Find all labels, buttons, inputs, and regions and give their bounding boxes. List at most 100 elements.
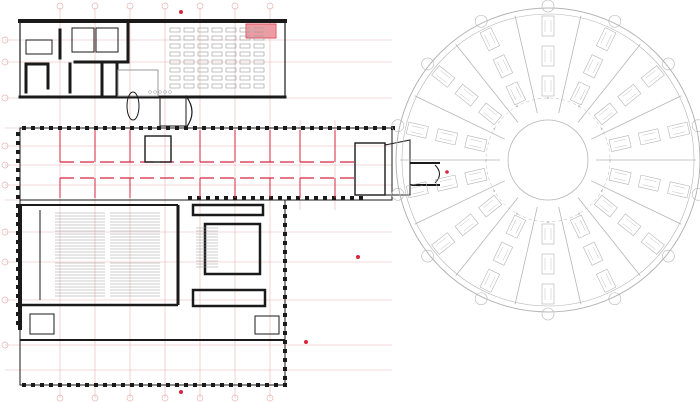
central-atrium [507,119,589,201]
furniture-line [515,86,522,98]
sector-room [637,128,661,146]
column [112,126,116,130]
desk [197,59,209,65]
desk [253,51,265,57]
sector-room-outline [454,213,479,237]
column [364,126,368,130]
desk [225,83,237,89]
facade-bay [391,187,405,201]
desk [211,75,223,81]
grid-bubble [196,394,204,402]
column [58,383,62,387]
desk [197,51,209,57]
column [215,196,219,200]
column [130,383,134,387]
marker-dot [356,255,360,259]
rotunda-outer-wall [395,7,700,313]
sector-room [582,54,604,79]
column [328,126,332,130]
grid-bubbles [1,2,274,402]
sector-room [617,213,642,237]
column [323,196,327,200]
furniture-line [602,112,613,121]
column [121,383,125,387]
facade-bay [421,57,434,71]
column [166,126,170,130]
column [112,383,116,387]
sector-room [640,232,665,255]
column [310,126,314,130]
furniture-line [412,191,424,195]
furniture-line [436,74,447,83]
grid-bubble [1,161,9,169]
sector-room-outline [541,45,555,67]
column [242,196,246,200]
column [85,126,89,130]
sector-room-outline [405,121,429,139]
atrium-column [516,105,518,108]
sector-room-outline [541,75,555,97]
column [382,126,386,130]
sector-room [454,83,479,107]
desk [239,67,251,73]
sector-room [595,27,617,52]
column [283,295,287,299]
furniture-line [484,35,490,47]
grid-bubble [1,258,9,266]
column [40,383,44,387]
sector-room [492,54,514,79]
sector-room [582,241,604,266]
column [31,383,35,387]
furniture-line [587,59,594,71]
grid-bubble [1,94,9,102]
column [175,126,179,130]
sector-room [479,268,501,293]
column [16,141,20,145]
grid-bubble [266,2,274,10]
furniture-line [502,59,509,71]
facade-bay [691,119,700,133]
corridor-wing [16,126,440,325]
grid-bubble [126,2,134,10]
column [391,126,395,130]
sector-room [435,128,459,146]
chair [163,90,167,94]
curved-wall-north [185,95,193,129]
furniture-line [470,177,483,181]
column [283,250,287,254]
column [229,126,233,130]
column [58,126,62,130]
desk [239,83,251,89]
radial-wall [514,206,538,305]
grid-bubble [1,341,9,349]
column [341,196,345,200]
grid-bubble [56,394,64,402]
sector-room [505,81,527,106]
column [283,383,287,387]
column [305,196,309,200]
furniture-line [593,246,599,258]
column [94,383,98,387]
column [49,383,53,387]
desk [253,59,265,65]
sector-room-outline [637,174,661,192]
column [283,232,287,236]
atrium-column [516,212,518,215]
desk [183,83,195,89]
north-wing [18,19,287,129]
grid-bubble [1,142,9,150]
sector-room-outline [478,194,503,218]
room-southeast [254,315,280,335]
facade-bay [474,292,488,306]
atrium-column [493,128,496,130]
service-core-a [191,203,265,217]
furniture-line [672,191,684,195]
furniture-line [489,32,496,44]
desk [183,35,195,41]
furniture-line [614,144,627,148]
desk [211,51,223,57]
radial-wall [558,15,582,114]
column [274,126,278,130]
column [278,196,282,200]
atrium-column [485,159,487,161]
